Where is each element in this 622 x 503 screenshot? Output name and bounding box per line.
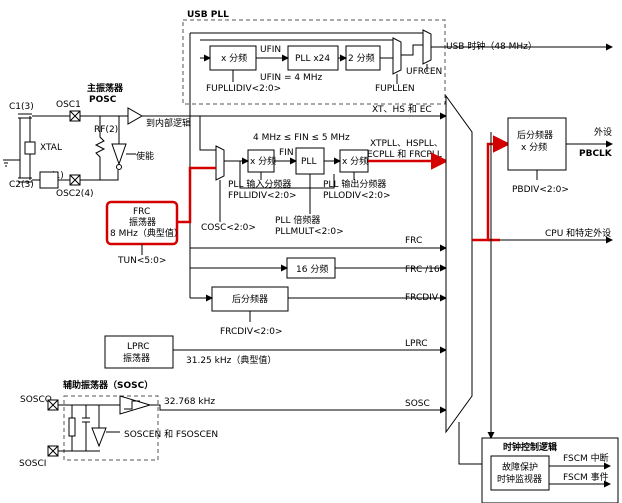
pbclk-label: PBCLK bbox=[579, 149, 613, 159]
frc-postdiv-label: 后分频器 bbox=[232, 293, 268, 305]
frc16-output: FRC /16 bbox=[405, 265, 440, 275]
usb-clock-output: USB 时钟（48 MHz） bbox=[446, 40, 537, 52]
main-clock-mux bbox=[445, 94, 473, 434]
lprc-output: LPRC bbox=[405, 339, 428, 349]
posc-enable: 使能 bbox=[136, 150, 154, 162]
usb-mux-ufrcen bbox=[422, 29, 432, 65]
sosc-freq: 32.768 kHz bbox=[164, 397, 215, 407]
lprc-line1: LPRC bbox=[127, 342, 150, 352]
xt-hs-ec-label: XT、HS 和 EC bbox=[372, 104, 432, 115]
rs-resistor bbox=[39, 171, 59, 189]
usb-pll-x24-label: PLL x24 bbox=[295, 54, 330, 64]
usb-pll-region bbox=[182, 19, 446, 105]
posc-buffer bbox=[127, 107, 144, 125]
frc-line1: FRC bbox=[133, 207, 150, 217]
fscm-interrupt: FSCM 中断 bbox=[563, 452, 609, 464]
c2-label: C2(3) bbox=[9, 180, 34, 190]
active-clock-path bbox=[177, 166, 216, 224]
pb-postdiv-box bbox=[507, 117, 567, 171]
usb-pll-title: USB PLL bbox=[187, 10, 229, 20]
osc1-label: OSC1 bbox=[56, 100, 81, 110]
sosco-label: SOSCO bbox=[20, 395, 52, 405]
frcdiv-reg: FRCDIV<2:0> bbox=[220, 327, 283, 337]
sosc-inverter bbox=[91, 427, 107, 448]
pll-input-div-label: x 分频 bbox=[250, 155, 276, 167]
usb-ufrcen: UFRCEN bbox=[406, 67, 442, 77]
cosc-label: COSC<2:0> bbox=[201, 223, 256, 233]
pb-line1: 后分频器 bbox=[517, 129, 553, 141]
xtpll-label1: XTPLL、HSPLL、 bbox=[370, 139, 443, 149]
osc2-label: OSC2(4) bbox=[56, 189, 94, 199]
tun-label: TUN<5:0> bbox=[117, 256, 166, 266]
pll-in-div-label2: FPLLIDIV<2:0> bbox=[228, 191, 297, 201]
usb-div-label: x 分频 bbox=[221, 52, 247, 64]
pll-mult-label2: PLLMULT<2:0> bbox=[275, 227, 344, 237]
pll-out-div-label2: PLLODIV<2:0> bbox=[323, 191, 391, 201]
usb-ufin-label: UFIN bbox=[260, 45, 281, 55]
pb-out-peripheral: 外设 bbox=[594, 126, 612, 138]
div16-label: 16 分频 bbox=[296, 263, 328, 275]
frc-line3: 8 MHz（典型值） bbox=[110, 227, 183, 239]
pll-label: PLL bbox=[301, 157, 316, 167]
frc-postdiv-box bbox=[211, 286, 289, 312]
rf-label: RF(2) bbox=[94, 125, 118, 135]
pll-input-mux bbox=[215, 145, 225, 181]
fscm-monitor-line1: 故障保护 bbox=[502, 461, 538, 473]
pll-mult-label1: PLL 倍频器 bbox=[275, 214, 320, 226]
fscm-monitor-line2: 时钟监视器 bbox=[497, 473, 542, 485]
c1-label: C1(3) bbox=[9, 102, 34, 112]
posc-inverter bbox=[111, 143, 127, 166]
frc-line2: 振荡器 bbox=[129, 216, 156, 228]
to-internal-logic: 到内部逻辑 bbox=[146, 117, 191, 129]
xtal-crystal bbox=[24, 141, 36, 155]
usb-ufin-eq: UFIN = 4 MHz bbox=[260, 73, 323, 83]
xtpll-label2: ECPLL 和 FRCPLL bbox=[367, 149, 442, 160]
lprc-line2: 振荡器 bbox=[123, 352, 150, 364]
frc-output: FRC bbox=[405, 236, 422, 246]
pb-line2: x 分频 bbox=[521, 141, 547, 153]
lprc-freq: 31.25 kHz（典型值） bbox=[186, 354, 276, 366]
clk-control-title: 时钟控制逻辑 bbox=[503, 441, 557, 453]
fin-range: 4 MHz ≤ FIN ≤ 5 MHz bbox=[253, 133, 350, 143]
fin-label: FIN bbox=[279, 148, 294, 158]
sosc-title: 辅助振荡器（SOSC） bbox=[63, 379, 153, 391]
cpu-peripherals: CPU 和特定外设 bbox=[545, 227, 611, 239]
pll-in-div-label1: PLL 输入分频器 bbox=[228, 178, 291, 190]
fscm-event: FSCM 事件 bbox=[563, 471, 609, 483]
pbdiv-reg: PBDIV<2:0> bbox=[512, 185, 569, 195]
sosc-region bbox=[63, 395, 159, 461]
usb-div2-label: 2 分频 bbox=[348, 52, 375, 64]
sosc-schmitt-buffer bbox=[119, 395, 152, 415]
posc-title: POSC bbox=[89, 95, 117, 105]
usb-div-box bbox=[209, 45, 257, 71]
usb-fupllen: FUPLLEN bbox=[375, 84, 415, 94]
usb-mux-fupllen bbox=[392, 37, 402, 75]
sosci-label: SOSCI bbox=[19, 459, 46, 469]
xtal-label: XTAL bbox=[40, 143, 62, 153]
lprc-oscillator bbox=[104, 335, 174, 369]
sosc-enable: SOSCEN 和 FSOSCEN bbox=[124, 429, 218, 440]
fscm-monitor-box bbox=[490, 455, 550, 491]
posc-title-cn: 主振荡器 bbox=[87, 82, 124, 94]
pll-output-div-label: x 分频 bbox=[342, 155, 368, 167]
pll-out-div-label1: PLL 输出分频器 bbox=[323, 178, 386, 190]
usb-fupllidiv: FUPLLIDIV<2:0> bbox=[206, 84, 281, 94]
sosc-output: SOSC bbox=[405, 399, 430, 409]
